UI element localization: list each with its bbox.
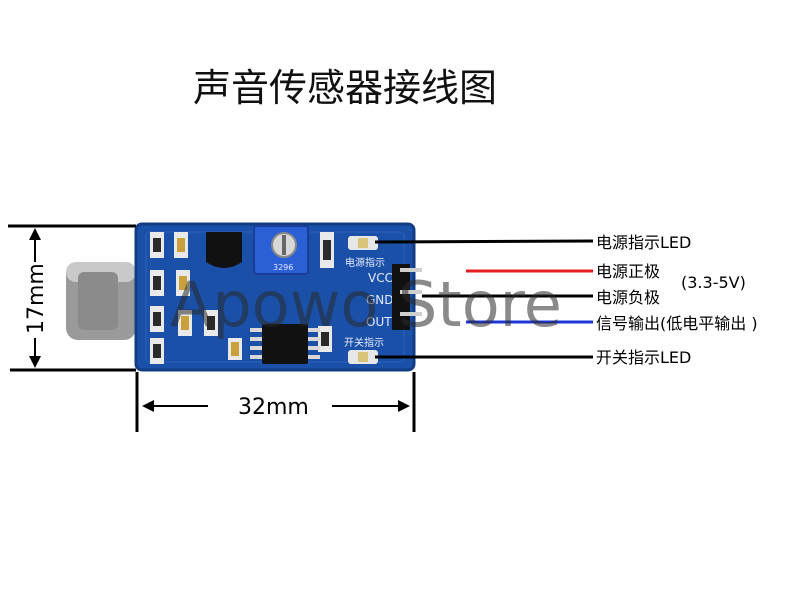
callout-gnd: 电源负极: [596, 288, 660, 307]
opamp-chip: [250, 324, 320, 364]
width-dimension: 32mm: [135, 372, 416, 432]
callout-switch-led: 开关指示LED: [596, 348, 691, 367]
pin-label-vcc: VCC: [368, 271, 393, 285]
wire-power-led: [374, 239, 594, 244]
switch-led: [348, 350, 378, 364]
board-label-power-indicator: 电源指示: [345, 256, 385, 269]
power-led: [348, 236, 378, 250]
callout-power-led: 电源指示LED: [596, 233, 691, 252]
width-label: 32mm: [238, 395, 309, 420]
potentiometer: 3296: [253, 225, 309, 275]
pin-label-out: OUT: [366, 315, 392, 329]
watermark: Apowo Store: [170, 268, 562, 341]
transistor: [206, 232, 242, 268]
microphone: [66, 262, 136, 340]
pin-label-gnd: GND: [366, 293, 394, 307]
voltage-note: (3.3-5V): [681, 273, 746, 292]
potentiometer-marking: 3296: [273, 263, 293, 272]
diagram-title: 声音传感器接线图: [193, 66, 497, 110]
height-label: 17mm: [24, 263, 49, 334]
header-pins: [392, 264, 422, 330]
board-label-switch-indicator: 开关指示: [344, 336, 384, 349]
callout-vcc: 电源正极: [596, 262, 660, 281]
height-dimension: 17mm: [8, 224, 136, 372]
callout-out: 信号输出(低电平输出 ): [596, 314, 758, 333]
callout-wires: [374, 239, 594, 359]
smd-components: [150, 232, 334, 364]
